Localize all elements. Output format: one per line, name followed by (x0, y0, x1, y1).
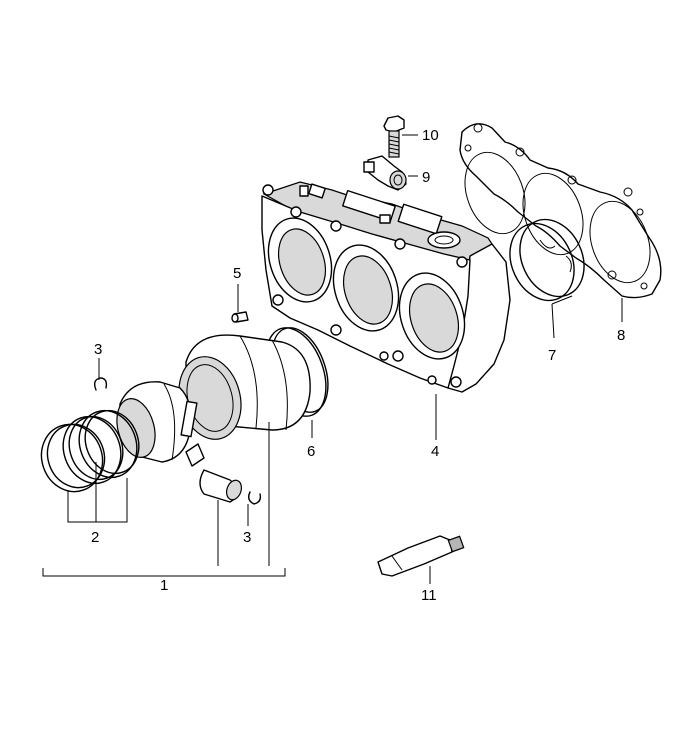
liner-sealing-rings (509, 218, 585, 302)
callout-10: 10 (422, 127, 439, 144)
callout-9: 9 (422, 169, 430, 186)
leader-lines (42, 134, 623, 584)
callout-labels: 1 2 3 3 4 5 6 7 8 9 10 11 (91, 127, 625, 604)
circlip-lower (247, 491, 262, 505)
callout-3-upper: 3 (94, 341, 102, 358)
callout-3-lower: 3 (243, 529, 251, 546)
callout-1: 1 (160, 577, 168, 594)
piston-pin (199, 469, 243, 503)
callout-8: 8 (617, 327, 625, 344)
callout-4: 4 (431, 443, 439, 460)
callout-7: 7 (548, 347, 556, 364)
cylinder-crankcase (261, 181, 511, 393)
callout-6: 6 (307, 443, 315, 460)
circlip-upper (93, 377, 108, 391)
callout-11: 11 (421, 587, 437, 604)
sealant-tube (377, 535, 465, 577)
piston (116, 381, 205, 467)
callout-5: 5 (233, 265, 241, 282)
piston-rings (40, 409, 140, 493)
mounting-bolt (383, 115, 405, 158)
knock-sensor (363, 155, 407, 191)
cylinder-head-gasket (459, 123, 662, 299)
callout-2: 2 (91, 529, 99, 546)
dowel-sleeve (231, 311, 249, 323)
